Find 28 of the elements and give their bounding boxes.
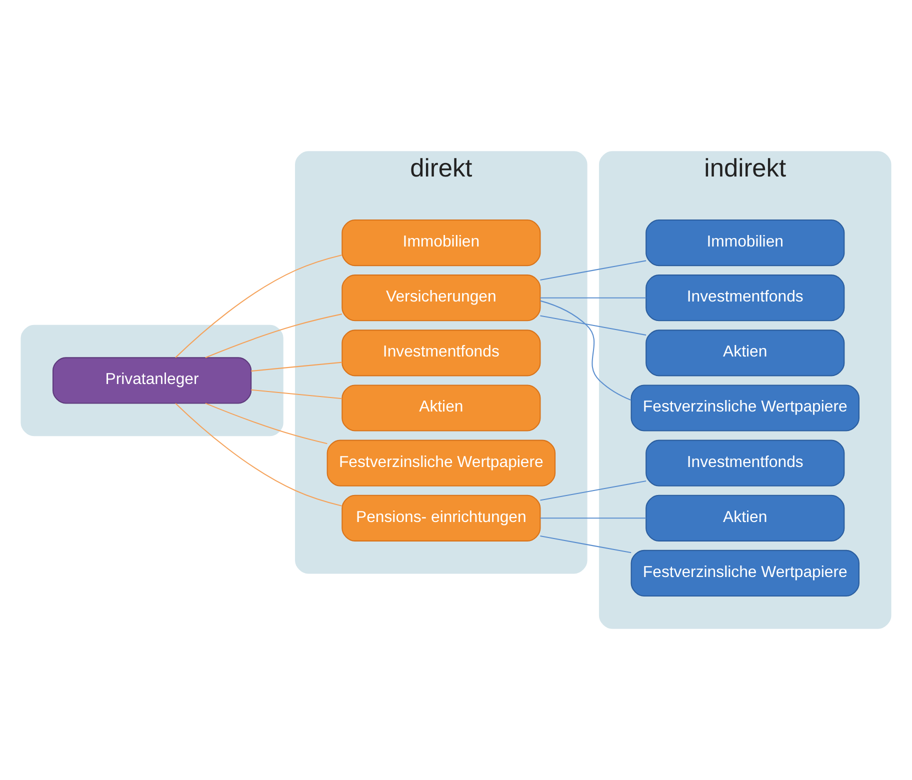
node-box: Festverzinsliche Wertpapiere: [326, 440, 556, 486]
node-box: Festverzinsliche Wertpapiere: [630, 550, 860, 597]
connector: [251, 389, 342, 400]
connector: [175, 403, 342, 506]
connector: [540, 260, 646, 280]
connector: [540, 297, 646, 298]
connector: [540, 518, 646, 519]
node-box: Festverzinsliche Wertpapiere: [630, 384, 860, 432]
node-box: Privatanleger: [52, 357, 252, 404]
node-box: Immobilien: [646, 220, 845, 266]
node-box: Aktien: [646, 330, 845, 376]
node-box: Investmentfonds: [342, 330, 541, 376]
node-box: Pensions- einrichtungen: [342, 494, 541, 542]
connector: [205, 402, 328, 444]
node-box: Investmentfonds: [646, 440, 845, 486]
connector: [540, 300, 632, 401]
cluster: [20, 324, 284, 436]
node-box: Aktien: [646, 494, 845, 542]
connector: [175, 254, 342, 358]
node-box: Investmentfonds: [646, 274, 845, 322]
connector: [540, 315, 646, 336]
connector: [251, 362, 342, 372]
node-box: Aktien: [342, 384, 541, 432]
connector: [540, 480, 646, 501]
connector: [540, 536, 632, 554]
connector: [205, 314, 342, 358]
node-box: Versicherungen: [342, 274, 541, 322]
node-box: Immobilien: [342, 220, 541, 266]
